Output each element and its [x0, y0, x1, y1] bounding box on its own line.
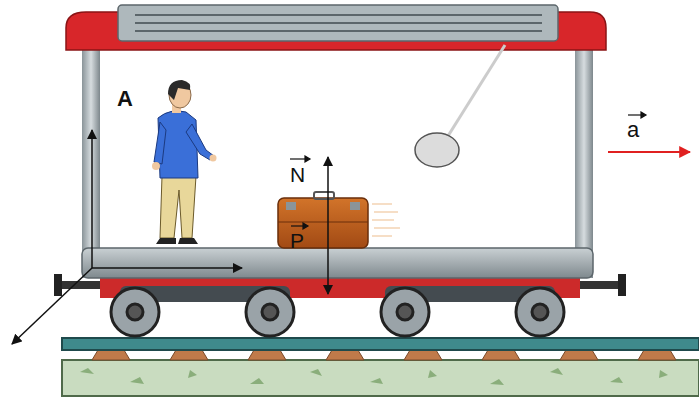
bogie: [120, 286, 555, 302]
weight-vector: [327, 224, 329, 294]
pendulum-string: [448, 45, 505, 136]
pendulum-bob: [415, 133, 459, 167]
axes: [12, 130, 242, 344]
person: [152, 80, 217, 244]
vector-label: P: [290, 230, 304, 251]
rail: [62, 338, 699, 350]
ballast: [62, 360, 699, 396]
normal-vector: [327, 157, 329, 224]
car-post: [82, 44, 100, 278]
point-label: A: [117, 88, 133, 110]
car-floor: [82, 248, 593, 278]
roof-stripes: [135, 15, 542, 31]
ballast-stones: [80, 368, 668, 385]
sleepers: [92, 350, 676, 360]
wheels: [111, 288, 564, 336]
vector-mark: [290, 112, 646, 229]
roof-panel: [118, 5, 558, 41]
car-post: [575, 44, 593, 278]
coupler: [618, 274, 626, 296]
coupler: [54, 274, 62, 296]
acceleration-vector: [608, 151, 690, 153]
coupler: [580, 281, 620, 289]
vector-label: N: [290, 164, 305, 185]
vector-label: a: [627, 119, 639, 141]
coupler: [60, 281, 100, 289]
